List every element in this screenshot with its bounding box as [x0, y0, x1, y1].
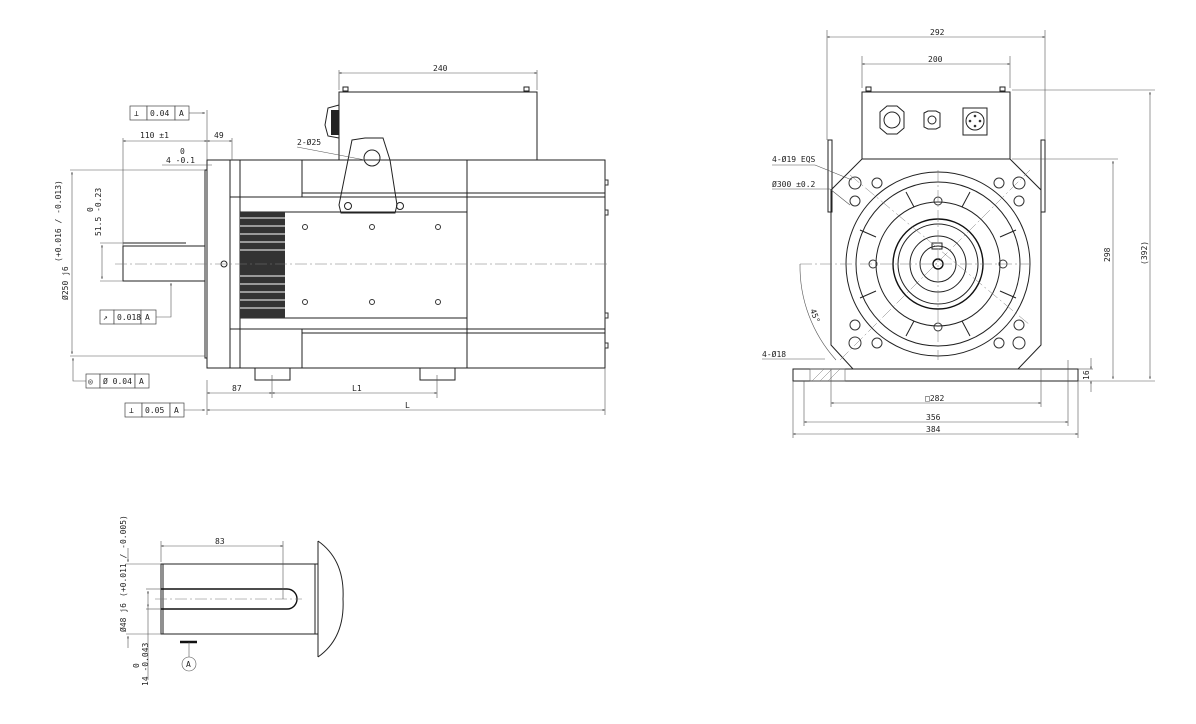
- dim-center-height: 298: [1103, 247, 1112, 262]
- bolt-circle-label: Ø300 ±0.2: [772, 179, 816, 189]
- angle-label: 45°: [808, 308, 821, 325]
- ribs: [859, 191, 1017, 337]
- fcf-concentricity: ◎ Ø 0.04 A: [72, 358, 150, 389]
- base-holes-label: 4-Ø18: [762, 349, 786, 359]
- dim-l: L: [405, 401, 410, 410]
- dim-spigot-upper: 0: [180, 147, 185, 156]
- connector: [962, 107, 988, 136]
- front-terminal-box: [861, 91, 1011, 160]
- svg-text:A: A: [145, 313, 150, 322]
- shaft: [122, 245, 206, 282]
- svg-text:Ø 0.04: Ø 0.04: [103, 376, 132, 386]
- dim-pilot-tol: (+0.016 / -0.013): [54, 180, 63, 262]
- dim-pilot: Ø250 j6: [60, 266, 70, 300]
- svg-text:0.05: 0.05: [145, 406, 164, 415]
- dim-square: □282: [925, 394, 944, 403]
- svg-text:↗: ↗: [103, 313, 108, 322]
- dim-overall-width: 292: [930, 28, 945, 37]
- fcf-runout: ↗ 0.018 A: [99, 283, 172, 325]
- svg-text:A: A: [179, 109, 184, 118]
- dim-hole-spacing: 356: [926, 413, 941, 422]
- fcf-perpendicular-1: ⊥ 0.04 A: [129, 105, 205, 121]
- cable-gland-nut: [879, 105, 905, 135]
- dim-shaft-diameter: Ø48 j6: [118, 603, 128, 632]
- base-plate: [792, 368, 1079, 382]
- screws: [302, 224, 441, 305]
- shaft-detail: 83 Ø48 j6 (+0.011 / -0.005) 0 14 -0.043 …: [118, 515, 344, 686]
- dim-foot-offset: 87: [232, 384, 242, 393]
- svg-text:◎: ◎: [88, 377, 93, 386]
- dim-flange: 49: [214, 131, 224, 140]
- lifting-holes-label: 2-Ø25: [297, 137, 321, 147]
- dim-box-width: 240: [433, 64, 448, 73]
- svg-text:0.018: 0.018: [117, 313, 141, 322]
- svg-text:A: A: [139, 377, 144, 386]
- dim-box-width-front: 200: [928, 55, 943, 64]
- side-view: 240 110 ±1 49 0 4 -0.1 2-Ø25 Ø250 j6 (+0…: [54, 64, 610, 418]
- fcf-perpendicular-2: ⊥ 0.05 A: [124, 402, 205, 418]
- dim-spigot: 4 -0.1: [166, 156, 195, 165]
- datum-symbol: [181, 656, 197, 672]
- dim-shaft-height: 51.5 -0.23: [94, 188, 103, 236]
- svg-text:⊥: ⊥: [134, 109, 139, 118]
- lifting-eye: [338, 137, 398, 214]
- dim-shaft-length: 110 ±1: [140, 131, 169, 140]
- dim-base-width: 384: [926, 425, 941, 434]
- mounting-holes-label: 4-Ø19 EQS: [772, 154, 816, 164]
- datum-label: A: [186, 660, 191, 669]
- bolt-holes: [848, 176, 1026, 350]
- dim-key-width-upper: 0: [132, 663, 141, 668]
- dim-key-length: 83: [215, 537, 225, 546]
- svg-text:0.04: 0.04: [150, 109, 169, 118]
- dim-key-width: 14 -0.043: [141, 642, 150, 686]
- svg-text:A: A: [174, 406, 179, 415]
- terminal-box: [338, 91, 538, 161]
- front-view: 45° 292 200 298 (392) 16 □282 356 384 4-…: [762, 28, 1155, 438]
- svg-text:⊥: ⊥: [129, 406, 134, 415]
- dim-shaft-diameter-tol: (+0.011 / -0.005): [119, 515, 128, 597]
- dim-shaft-height-upper: 0: [86, 207, 95, 212]
- dim-l1: L1: [352, 384, 362, 393]
- dim-total-height: (392): [1140, 241, 1149, 265]
- cooling-fins: [240, 212, 285, 318]
- dim-base-thickness: 16: [1082, 370, 1091, 380]
